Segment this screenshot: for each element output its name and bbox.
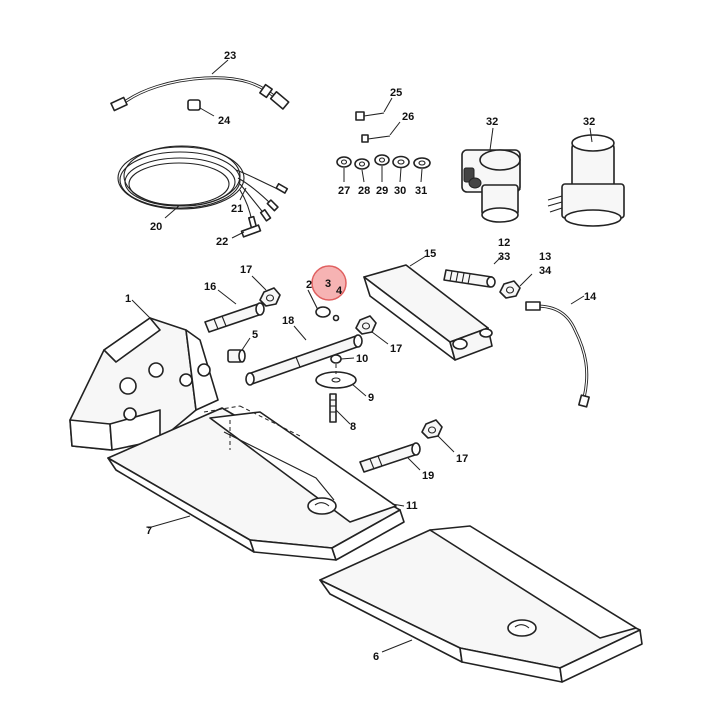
callout-9: 9 (368, 392, 374, 404)
part-15-cylinder (363, 264, 493, 361)
part-4-pin (332, 314, 340, 322)
callout-21: 21 (231, 203, 243, 215)
callout-17-lower: 17 (456, 453, 468, 465)
callout-29: 29 (376, 185, 388, 197)
part-27-nut (336, 156, 352, 168)
part-25-bolt (355, 111, 385, 121)
part-17-nut-top (259, 287, 281, 307)
part-32-pump-motor-right (547, 134, 625, 227)
callout-23: 23 (224, 50, 236, 62)
part-10-nut (330, 354, 342, 364)
callout-7: 7 (146, 525, 152, 537)
part-16-pivot-pin (204, 302, 265, 333)
part-32-pump-motor-left (461, 149, 521, 223)
callout-1: 1 (125, 293, 131, 305)
callout-20: 20 (150, 221, 162, 233)
part-31-washer (413, 157, 431, 169)
callout-25: 25 (390, 87, 402, 99)
part-18-shaft (245, 334, 363, 386)
part-29-washer (374, 154, 390, 166)
part-34-nut (499, 280, 521, 299)
callout-32-left: 32 (486, 116, 498, 128)
callout-28: 28 (358, 185, 370, 197)
callout-16: 16 (204, 281, 216, 293)
callout-31: 31 (415, 185, 427, 197)
callout-4: 4 (336, 285, 343, 297)
callout-13: 13 (539, 251, 551, 263)
part-11-top-plate (209, 411, 397, 523)
callout-11: 11 (406, 500, 418, 512)
part-28-washer (354, 158, 370, 170)
part-23-hose-assembly (110, 76, 290, 112)
part-20-wire-harness-coil (117, 145, 289, 229)
part-26-screw (361, 134, 391, 143)
callout-22: 22 (216, 236, 228, 248)
callout-5: 5 (252, 329, 258, 341)
callout-2: 2 (306, 279, 312, 291)
callout-17-top: 17 (240, 264, 252, 276)
part-8-bolt (329, 393, 337, 423)
callout-3: 3 (325, 278, 331, 290)
callout-12: 12 (498, 237, 510, 249)
callout-6: 6 (373, 651, 379, 663)
callout-18: 18 (282, 315, 294, 327)
callout-19: 19 (422, 470, 434, 482)
callout-33: 33 (498, 251, 510, 263)
part-12-threaded-pin (443, 269, 496, 288)
part-9-washer-plate (315, 371, 357, 389)
part-6-lower-plate (319, 525, 643, 683)
callout-labels: 23 24 25 26 32 32 27 28 29 30 31 20 21 2… (125, 50, 597, 663)
callout-30: 30 (394, 185, 406, 197)
callout-10: 10 (356, 353, 368, 365)
callout-17-mid: 17 (390, 343, 402, 355)
callout-8: 8 (350, 421, 356, 433)
part-17-nut-lower (421, 419, 443, 439)
callout-32-right: 32 (583, 116, 595, 128)
part-22-connector (240, 224, 262, 238)
part-19-lower-pin (359, 442, 421, 473)
part-30-nut (392, 155, 410, 169)
callout-14: 14 (584, 291, 597, 303)
highlight-callout-3 (311, 265, 347, 301)
part-14-hose (525, 301, 590, 408)
part-24-fitting (187, 99, 201, 111)
part-3-washer (315, 306, 331, 318)
callout-24: 24 (218, 115, 231, 127)
callout-26: 26 (402, 111, 414, 123)
callout-34: 34 (539, 265, 552, 277)
callout-15: 15 (424, 248, 436, 260)
part-5-fitting (227, 349, 246, 363)
part-1-transom-bracket (69, 317, 219, 451)
callout-27: 27 (338, 185, 350, 197)
part-17-nut-mid (355, 315, 377, 335)
